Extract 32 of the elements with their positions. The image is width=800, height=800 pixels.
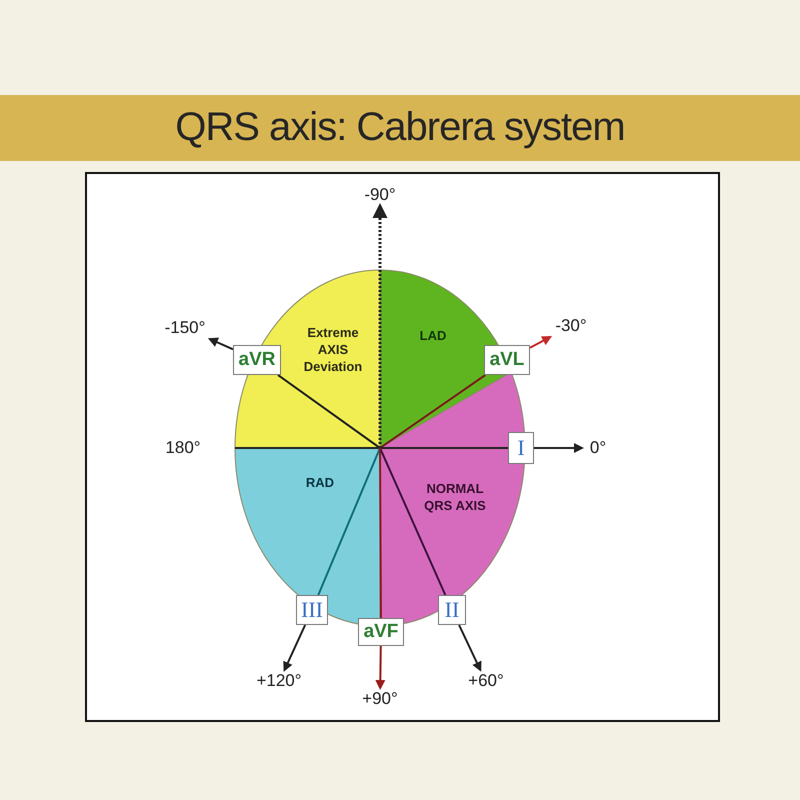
axis-line [379, 448, 446, 596]
lead-label: II [438, 595, 466, 625]
degree-label: -30° [546, 315, 596, 337]
arrow [372, 203, 388, 448]
degree-label: -90° [356, 184, 404, 206]
region-label: NORMAL QRS AXIS [417, 480, 493, 514]
arrow [375, 646, 386, 690]
lead-label: aVF [358, 618, 404, 646]
arrow [283, 624, 306, 672]
region-label: LAD [403, 327, 463, 344]
lead-label: aVL [484, 345, 530, 375]
lead-label: III [296, 595, 328, 625]
axis-line [379, 374, 486, 449]
title: QRS axis: Cabrera system [174, 105, 626, 150]
region-label: Extreme AXIS Deviation [297, 324, 369, 375]
arrow [458, 624, 482, 672]
arrow [530, 336, 552, 349]
arrow [534, 443, 584, 453]
axis-line [235, 447, 508, 449]
degree-label: +60° [460, 670, 512, 694]
arrow [208, 338, 234, 350]
degree-label: 180° [164, 437, 202, 459]
axis-line [317, 448, 381, 596]
lead-label: I [508, 432, 534, 464]
degree-label: -150° [158, 317, 212, 339]
axis-line [277, 374, 381, 449]
lead-label: aVR [233, 345, 281, 375]
degree-label: +120° [250, 670, 308, 694]
axis-line [379, 448, 382, 618]
degree-label: 0° [582, 437, 614, 459]
degree-label: +90° [354, 688, 406, 712]
region-label: RAD [290, 474, 350, 491]
